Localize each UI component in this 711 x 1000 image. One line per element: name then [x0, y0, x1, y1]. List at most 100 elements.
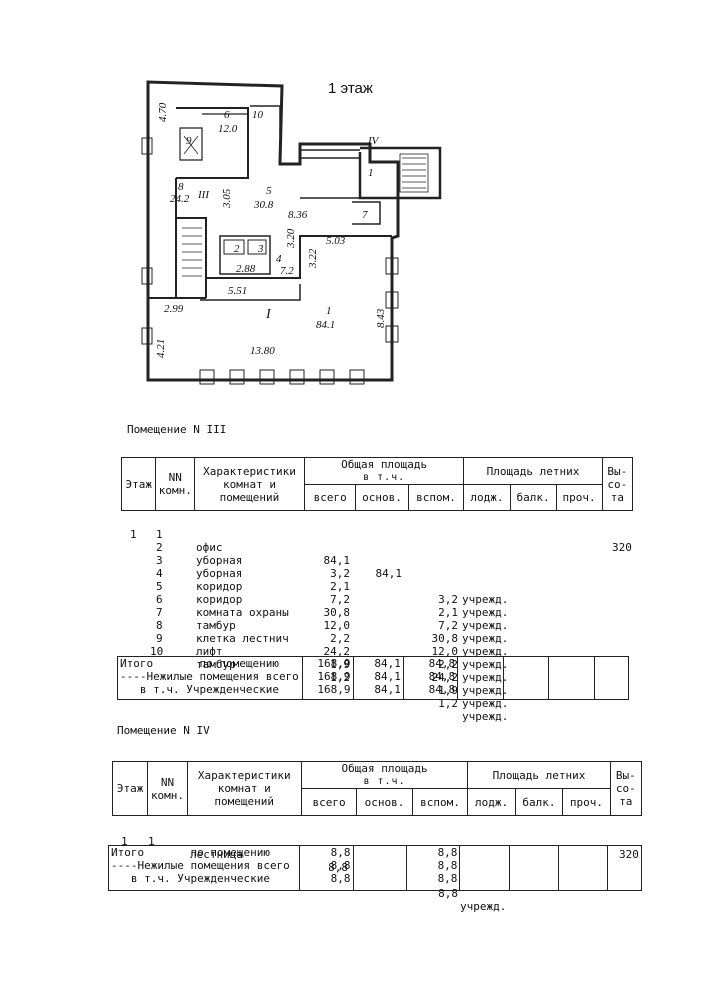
stair-iii-steps	[182, 227, 202, 277]
hdr-osnov: основ.	[356, 788, 413, 816]
row-vspom: 12,0	[431, 645, 459, 658]
totals-value: 84,8	[428, 657, 456, 670]
label-r5: 5	[266, 185, 272, 197]
row-n: 1	[156, 528, 163, 541]
row-type: учрежд.	[462, 593, 509, 606]
stair-iv-block	[358, 146, 442, 200]
label-r7: 7	[362, 209, 368, 221]
totals-height	[607, 845, 642, 891]
row-name: клетка лестнич	[196, 632, 289, 645]
floor-plan: 6 12.0 10 9 4.70 8 24.2 III 3.05 5 30.8 …	[141, 80, 442, 385]
section-iii-totals-table: Итого по помещению----Нежилые помещения …	[117, 656, 630, 700]
hdr-vspom: вспом.	[407, 484, 465, 511]
label-r9: 9	[186, 135, 192, 147]
row-n: 8	[156, 619, 163, 632]
totals-proch	[557, 845, 609, 891]
label-dim-503: 5.03	[326, 235, 346, 247]
totals-value: 8,8	[330, 846, 351, 859]
row-n: 5	[156, 580, 163, 593]
section-iii-header-table: Этаж NN комн. Характеристики комнат и по…	[120, 457, 634, 511]
label-dim-72: 7.2	[280, 265, 294, 277]
row-n: 1	[148, 835, 155, 848]
hdr-balk: балк.	[509, 484, 557, 511]
hdr-lodzh: лодж.	[463, 484, 511, 511]
row-name: коридор	[196, 580, 243, 593]
totals-value: 8,8	[437, 859, 458, 872]
room-7-box	[352, 201, 381, 225]
totals-balk	[502, 656, 550, 700]
stair-iv-steps	[399, 153, 429, 193]
row-total: 7,2	[330, 593, 350, 606]
section-iii-floor: 1	[130, 528, 137, 541]
row-osnov: 84,1	[375, 567, 403, 580]
totals-value: 168,9	[317, 670, 351, 683]
label-dim-288: 2.88	[236, 263, 256, 275]
label-r2: 2	[234, 243, 240, 255]
lift-x	[183, 135, 199, 155]
hdr-etazh: Этаж	[111, 761, 149, 816]
hdr-vtch: в т.ч.	[363, 472, 406, 483]
table-row: 1 офис 84,1 84,1 учрежд.	[0, 515, 711, 619]
totals-lodzh	[457, 656, 504, 700]
label-dim-322: 3.22	[307, 248, 319, 269]
hdr-summer-area: Площадь летних	[467, 761, 611, 789]
label-r6: 6	[224, 109, 230, 121]
section-iv-totals-table: Итого по помещению----Нежилые помещения …	[108, 845, 642, 891]
label-dim-305: 3.05	[221, 188, 233, 209]
hdr-total-area-title: Общая площадь	[341, 458, 428, 471]
totals-value: 8,8	[330, 872, 351, 885]
hdr-characteristics: Характеристики комнат и помещений	[194, 457, 305, 511]
label-roman-i: I	[265, 307, 272, 322]
hdr-vspom: вспом.	[411, 788, 469, 816]
row-name: тамбур	[196, 619, 236, 632]
row-total: 2,2	[330, 632, 350, 645]
row-vspom: 7,2	[438, 619, 458, 632]
label-dim-1380: 13.80	[250, 345, 275, 357]
totals-label: Итого по помещению	[120, 657, 279, 670]
totals-label: в т.ч. Учрежденческие	[120, 683, 279, 696]
totals-value: 8,8	[437, 846, 458, 859]
hdr-osnov: основ.	[355, 484, 409, 511]
row-n: 10	[150, 645, 164, 658]
row-name: коридор	[196, 593, 243, 606]
label-dim-320: 3.20	[285, 228, 297, 249]
label-r3: 3	[257, 243, 264, 255]
section-iii-title: Помещение N III	[127, 423, 227, 436]
row-total: 24,2	[323, 645, 351, 658]
table-row: 5 коридор 30,8 30,8 учрежд.	[0, 567, 711, 671]
hdr-height: Вы- со- та	[609, 761, 643, 816]
row-type: учрежд.	[462, 632, 509, 645]
totals-value: 84,1	[374, 657, 401, 670]
windows	[141, 137, 399, 385]
totals-height	[593, 656, 630, 700]
outer-wall	[146, 80, 400, 382]
totals-label: ----Нежилые помещения всего	[111, 859, 290, 872]
hdr-balk: балк.	[514, 788, 564, 816]
totals-labels: Итого по помещению----Нежилые помещения …	[108, 845, 300, 891]
section-iv-header-table: Этаж NN комн. Характеристики комнат и по…	[111, 761, 643, 816]
hdr-lodzh: лодж.	[467, 788, 516, 816]
table-row: 4 коридор 7,2 7,2 учрежд.	[0, 554, 711, 658]
totals-value: 8,8	[437, 872, 458, 885]
row-n: 4	[156, 567, 163, 580]
row-name: уборная	[196, 567, 243, 580]
label-r5-area: 30.8	[253, 199, 274, 211]
row-n: 9	[156, 632, 163, 645]
row-n: 7	[156, 606, 163, 619]
label-dim-470: 4.70	[157, 102, 169, 122]
label-dim-836: 8.36	[288, 209, 308, 221]
row-name: уборная	[196, 554, 243, 567]
totals-value: 8,8	[330, 859, 351, 872]
hdr-summer-area: Площадь летних	[463, 457, 603, 485]
totals-value: 84,8	[428, 683, 456, 696]
row-type: учрежд.	[462, 697, 509, 710]
row-total: 3,2	[330, 567, 350, 580]
row-vspom: 3,2	[438, 593, 458, 606]
label-dim-843: 8.43	[375, 308, 387, 328]
row-type: учрежд.	[462, 645, 509, 658]
label-r6-area: 12.0	[218, 123, 238, 135]
totals-value: 84,1	[374, 670, 401, 683]
